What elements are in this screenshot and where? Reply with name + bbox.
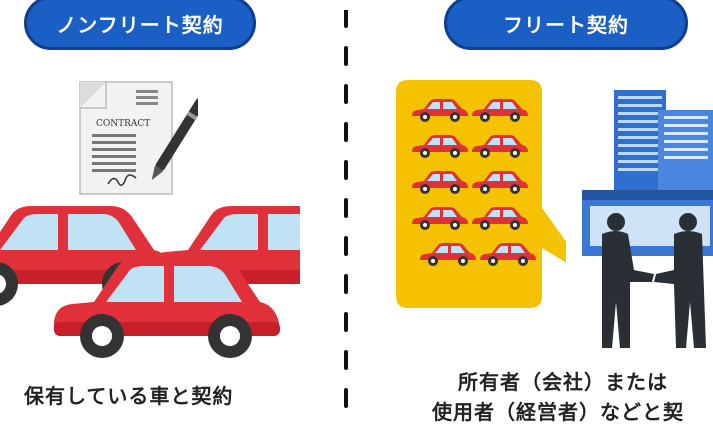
contract-title-text: CONTRACT: [96, 119, 150, 129]
fleet-caption-line1: 所有者（会社）または: [458, 370, 668, 394]
non-fleet-contract-label: ノンフリート契約: [24, 0, 256, 50]
fleet-caption-line2: 使用者（経営者）などと契: [432, 400, 684, 424]
pen-icon: [151, 98, 198, 181]
non-fleet-caption: 保有している車と契約: [24, 384, 234, 408]
fleet-cars-bubble: [396, 80, 566, 308]
contract-document-icon: CONTRACT: [79, 81, 198, 195]
cars-illustration: [0, 206, 300, 358]
fleet-contract-label: フリート契約: [444, 0, 688, 50]
dashed-divider: [344, 10, 348, 414]
handshake-people-icon: [602, 213, 706, 348]
